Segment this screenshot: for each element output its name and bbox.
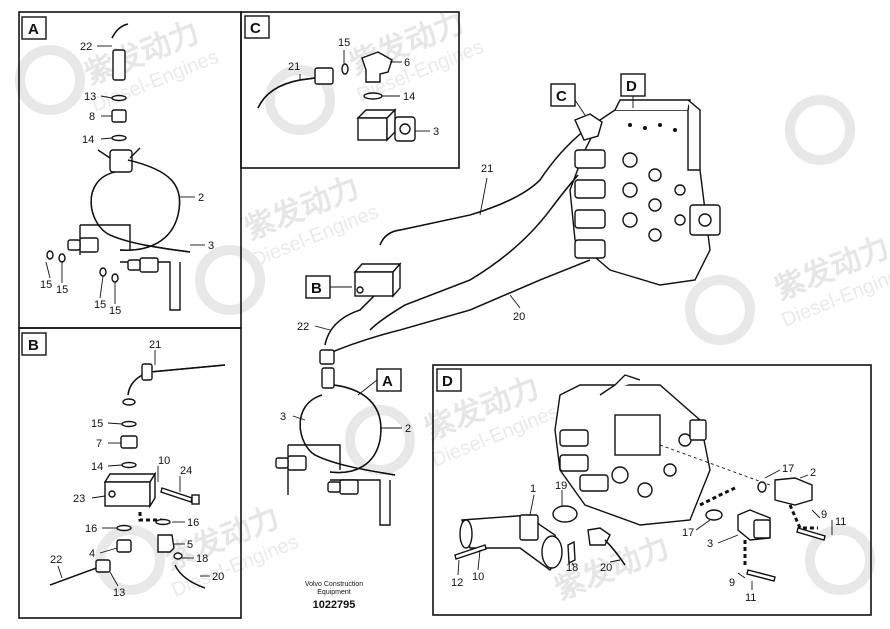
callout-d-17: 17 [682,527,694,539]
callout-b-22: 22 [50,554,62,566]
callout-b-18: 18 [196,553,208,565]
callout-d-11: 11 [745,592,756,604]
callout-b-13: 13 [113,587,125,599]
callout-b-24: 24 [180,465,192,477]
callout-main-20: 20 [513,311,525,323]
control-valve [569,99,721,286]
callout-b-14: 14 [91,461,103,473]
callout-d-10: 10 [472,571,484,583]
main-assembly: C D B A 21 22 20 3 2 [275,73,721,526]
callout-d-3: 3 [707,538,713,550]
callout-c-14: 14 [403,91,415,103]
detail-box-c: C 15 21 6 14 3 [240,11,460,169]
callout-d-18: 18 [566,562,578,574]
detail-label-b: B [28,337,39,354]
callout-a-3: 3 [208,240,214,252]
detail-label-c: C [250,20,261,37]
callout-b-4: 4 [89,548,95,560]
callout-b-23: 23 [73,493,85,505]
callout-a-15: 15 [40,279,52,291]
detail-label-a: A [28,21,39,38]
callout-a-22: 22 [80,41,92,53]
callout-a-13: 13 [84,91,96,103]
callout-main-3: 3 [280,411,286,423]
callout-d-1: 1 [530,483,536,495]
callout-d-2: 2 [810,467,816,479]
callout-d-9: 9 [729,577,735,589]
callout-d-9: 9 [821,509,827,521]
callout-a-15: 15 [109,305,121,317]
callout-d-12: 12 [451,577,463,589]
callout-d-17: 17 [782,463,794,475]
detail-box-b: B [18,327,242,619]
callout-b-5: 5 [187,539,193,551]
callout-main-21: 21 [481,163,493,175]
callout-d-11: 11 [835,516,846,528]
callout-b-7: 7 [96,438,102,450]
detail-box-d: D [432,364,872,616]
footer: Volvo Construction Equipment 1022795 [305,581,363,611]
callout-a-15: 15 [94,299,106,311]
callout-c-3: 3 [433,126,439,138]
callout-main-22: 22 [297,321,309,333]
detail-box-a: A 22 13 [18,11,242,329]
callout-a-14: 14 [82,134,94,146]
watermark-logo-icon [15,45,875,595]
view-label-d: D [626,78,637,95]
callout-b-21: 21 [149,339,161,351]
callout-c-15: 15 [338,37,350,49]
callout-b-10: 10 [158,455,170,467]
view-label-a: A [382,373,393,390]
publisher-line-2: Equipment [317,589,351,596]
callout-b-20: 20 [212,571,224,583]
callout-b-16: 16 [187,517,199,529]
callout-a-15: 15 [56,284,68,296]
callout-b-16: 16 [85,523,97,535]
callout-main-2: 2 [405,423,411,435]
callout-c-21: 21 [288,61,300,73]
callout-b-15: 15 [91,418,103,430]
callout-a-2: 2 [198,192,204,204]
callout-d-19: 19 [555,480,567,492]
callout-a-8: 8 [89,111,95,123]
drawing-number: 1022795 [313,599,356,611]
view-label-c: C [556,88,567,105]
callout-d-20: 20 [600,562,612,574]
callout-c-6: 6 [404,57,410,69]
view-label-b: B [311,280,322,297]
publisher-line-1: Volvo Construction [305,581,363,588]
detail-label-d: D [442,373,453,390]
